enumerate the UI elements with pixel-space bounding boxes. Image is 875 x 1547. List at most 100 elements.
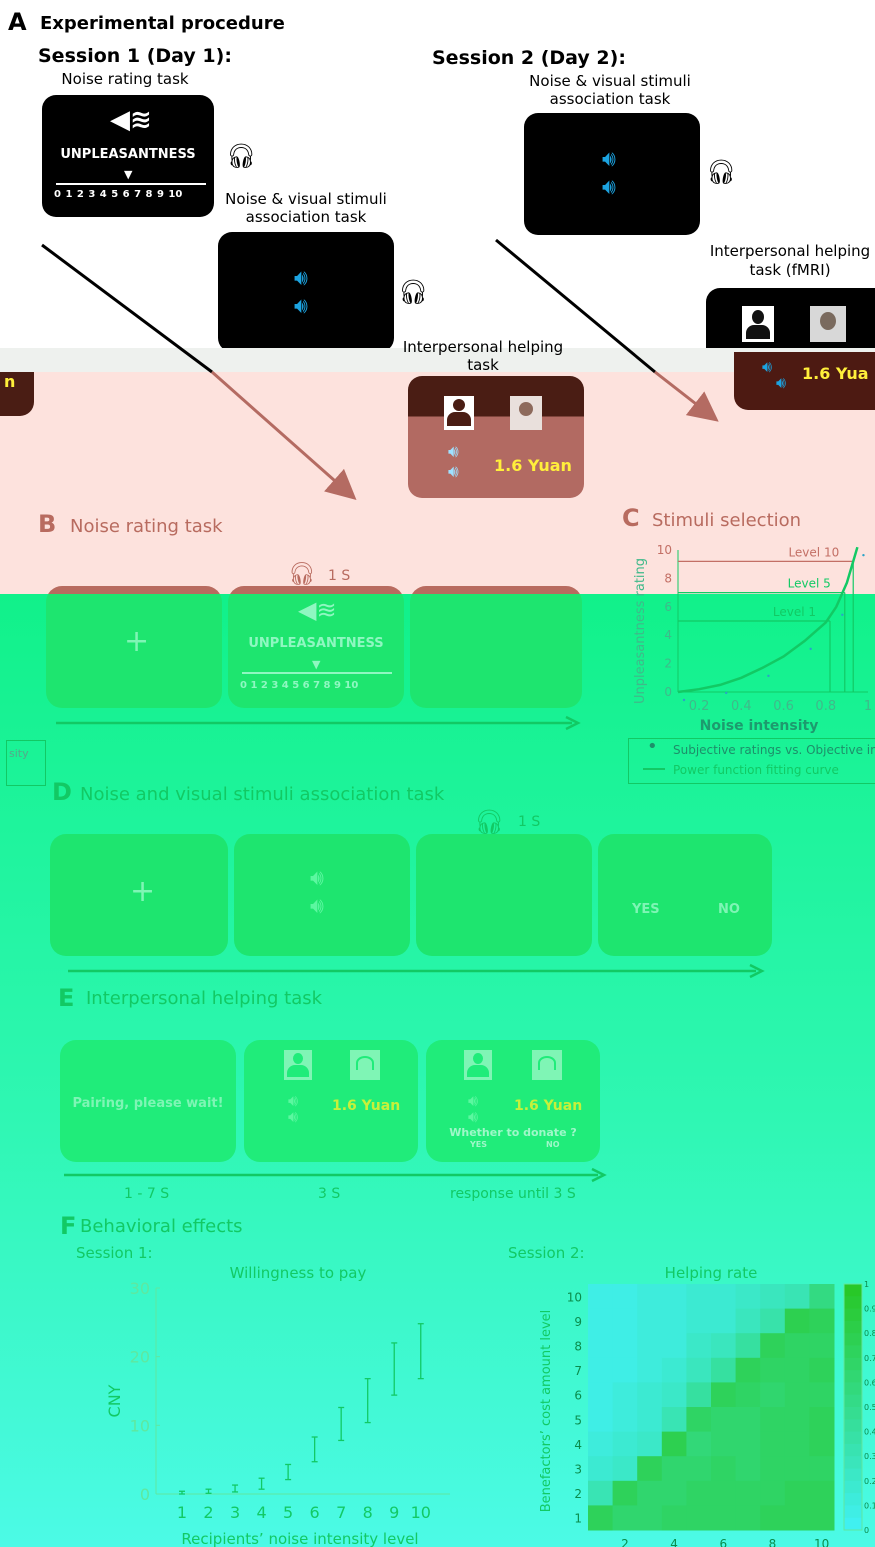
pairing-text: Pairing, please wait!	[72, 1096, 224, 1111]
speaker-icon: 🔊︎	[448, 442, 459, 462]
heatmap-cell	[588, 1333, 614, 1359]
speaker-icon: 🔊︎	[310, 866, 324, 891]
heatmap-cell	[760, 1357, 786, 1383]
y-tick-label: 7	[574, 1364, 582, 1378]
colorbar-segment	[844, 1443, 862, 1457]
colorbar-tick-label: 0.5	[864, 1403, 875, 1412]
heatmap-cell	[686, 1407, 712, 1433]
heatmap-cell	[711, 1308, 737, 1334]
heatmap-cell	[760, 1407, 786, 1433]
heatmap-cell	[784, 1505, 810, 1531]
y-tick-label: 0	[664, 685, 672, 699]
x-tick-label: 6	[719, 1537, 727, 1547]
heatmap-cell	[711, 1357, 737, 1383]
y-tick-label: 4	[664, 628, 672, 642]
heatmap-cell	[661, 1431, 687, 1457]
heatmap-cell	[686, 1382, 712, 1408]
recipient-photo	[510, 396, 542, 430]
heatmap-cell	[711, 1284, 737, 1310]
heatmap-cell	[637, 1431, 663, 1457]
legend-curve-label: Power function fitting curve	[673, 763, 839, 777]
helping-fmri-line1: Interpersonal helping	[709, 242, 871, 260]
y-tick-label: 0	[140, 1485, 150, 1504]
chart-title: Helping rate	[665, 1264, 758, 1282]
no-option: NO	[718, 902, 740, 917]
helping-fmri-label: Interpersonal helping task (fMRI)	[704, 242, 875, 280]
heatmap-cell	[588, 1407, 614, 1433]
y-tick-label: 2	[574, 1487, 582, 1501]
unpleasantness-label: UNPLEASANTNESS	[248, 636, 384, 651]
colorbar-segment	[844, 1468, 862, 1482]
rating-dot	[841, 613, 844, 616]
speaker-icon: 🔊︎	[294, 266, 308, 291]
benefactor-silhouette	[464, 1050, 492, 1080]
colorbar-segment	[844, 1345, 862, 1359]
x-tick-label: 1	[864, 699, 872, 714]
panel-d-duration: 1 S	[518, 814, 541, 830]
heatmap-cell	[612, 1333, 638, 1359]
heatmap-cell	[686, 1480, 712, 1506]
speaker-icon: 🔊︎	[294, 294, 308, 319]
colorbar-segment	[844, 1493, 862, 1506]
x-tick-label: 10	[411, 1503, 431, 1522]
speaker-icon: 🔊︎	[776, 373, 787, 392]
panel-f-session2: Session 2:	[508, 1244, 585, 1262]
unpleasantness-label: UNPLEASANTNESS	[60, 147, 196, 162]
heatmap-cell	[809, 1284, 835, 1310]
arrow-line	[41, 243, 213, 374]
panel-f-title: Behavioral effects	[80, 1216, 243, 1237]
colorbar-border	[843, 1283, 863, 1531]
headphones-icon: 🎧︎	[226, 142, 257, 170]
panel-e-title: Interpersonal helping task	[86, 988, 323, 1009]
heatmap-cell	[637, 1284, 663, 1310]
benefactor-silhouette	[284, 1050, 312, 1080]
heatmap-cell	[784, 1407, 810, 1433]
speaker-icon: 🔊︎	[288, 1091, 299, 1110]
colorbar-tick-label: 0	[864, 1526, 869, 1535]
scale-labels: 0 1 2 3 4 5 6 7 8 9 10	[240, 680, 359, 691]
speaker-icon: 🔊︎	[602, 175, 616, 200]
panel-b-title: Noise rating task	[70, 516, 223, 537]
heatmap-cell	[784, 1431, 810, 1457]
y-tick-label: 8	[664, 571, 672, 585]
arrow-line	[211, 370, 357, 500]
rating-screen: ◀≋ UNPLEASANTNESS ▼ 0 1 2 3 4 5 6 7 8 9 …	[228, 586, 404, 708]
panel-b-duration: 1 S	[328, 568, 351, 584]
heatmap-cell	[588, 1480, 614, 1506]
heatmap-cell	[588, 1357, 614, 1383]
assoc-task2-line2: association task	[549, 90, 671, 108]
cut-legend-box: sity	[6, 740, 46, 786]
heatmap-cell	[809, 1480, 835, 1506]
heatmap-cell	[686, 1357, 712, 1383]
session2-label: Session 2 (Day 2):	[432, 47, 626, 69]
heatmap-cell	[809, 1407, 835, 1433]
fixation-screen: +	[50, 834, 228, 956]
heatmap-cell	[760, 1308, 786, 1334]
colorbar-segment	[844, 1284, 862, 1297]
heatmap-cell	[711, 1431, 737, 1457]
fmri-amount: 1.6 Yua	[802, 364, 869, 383]
heatmap-cell	[637, 1480, 663, 1506]
panel-f-letter: F	[60, 1212, 77, 1240]
assoc-task-line1: Noise & visual stimuli	[225, 190, 387, 208]
speaker-icon: 🔊︎	[288, 1107, 299, 1126]
x-tick-label: 0.6	[773, 699, 794, 714]
decision-info-screen: 🔊︎ 🔊︎ 1.6 Yuan	[244, 1040, 418, 1162]
colorbar-segment	[844, 1505, 862, 1519]
noise-rating-screen: ◀≋ UNPLEASANTNESS ▼ 0 1 2 3 4 5 6 7 8 9 …	[42, 95, 214, 217]
fixation-cross: +	[130, 874, 156, 909]
panel-a-title: Experimental procedure	[40, 13, 285, 34]
rating-dot	[682, 698, 686, 702]
speaker-icon: 🔊︎	[448, 462, 459, 482]
heatmap-cell	[735, 1333, 761, 1359]
x-tick-label: 7	[336, 1503, 346, 1522]
heatmap-cell	[686, 1456, 712, 1482]
heatmap-cell	[588, 1505, 614, 1531]
helping-task-line1: Interpersonal helping	[402, 338, 564, 356]
rating-dot	[767, 674, 770, 678]
colorbar-segment	[844, 1394, 862, 1408]
heatmap-cell	[661, 1407, 687, 1433]
heatmap-cell	[809, 1308, 835, 1334]
y-tick-label: 8	[574, 1340, 582, 1354]
